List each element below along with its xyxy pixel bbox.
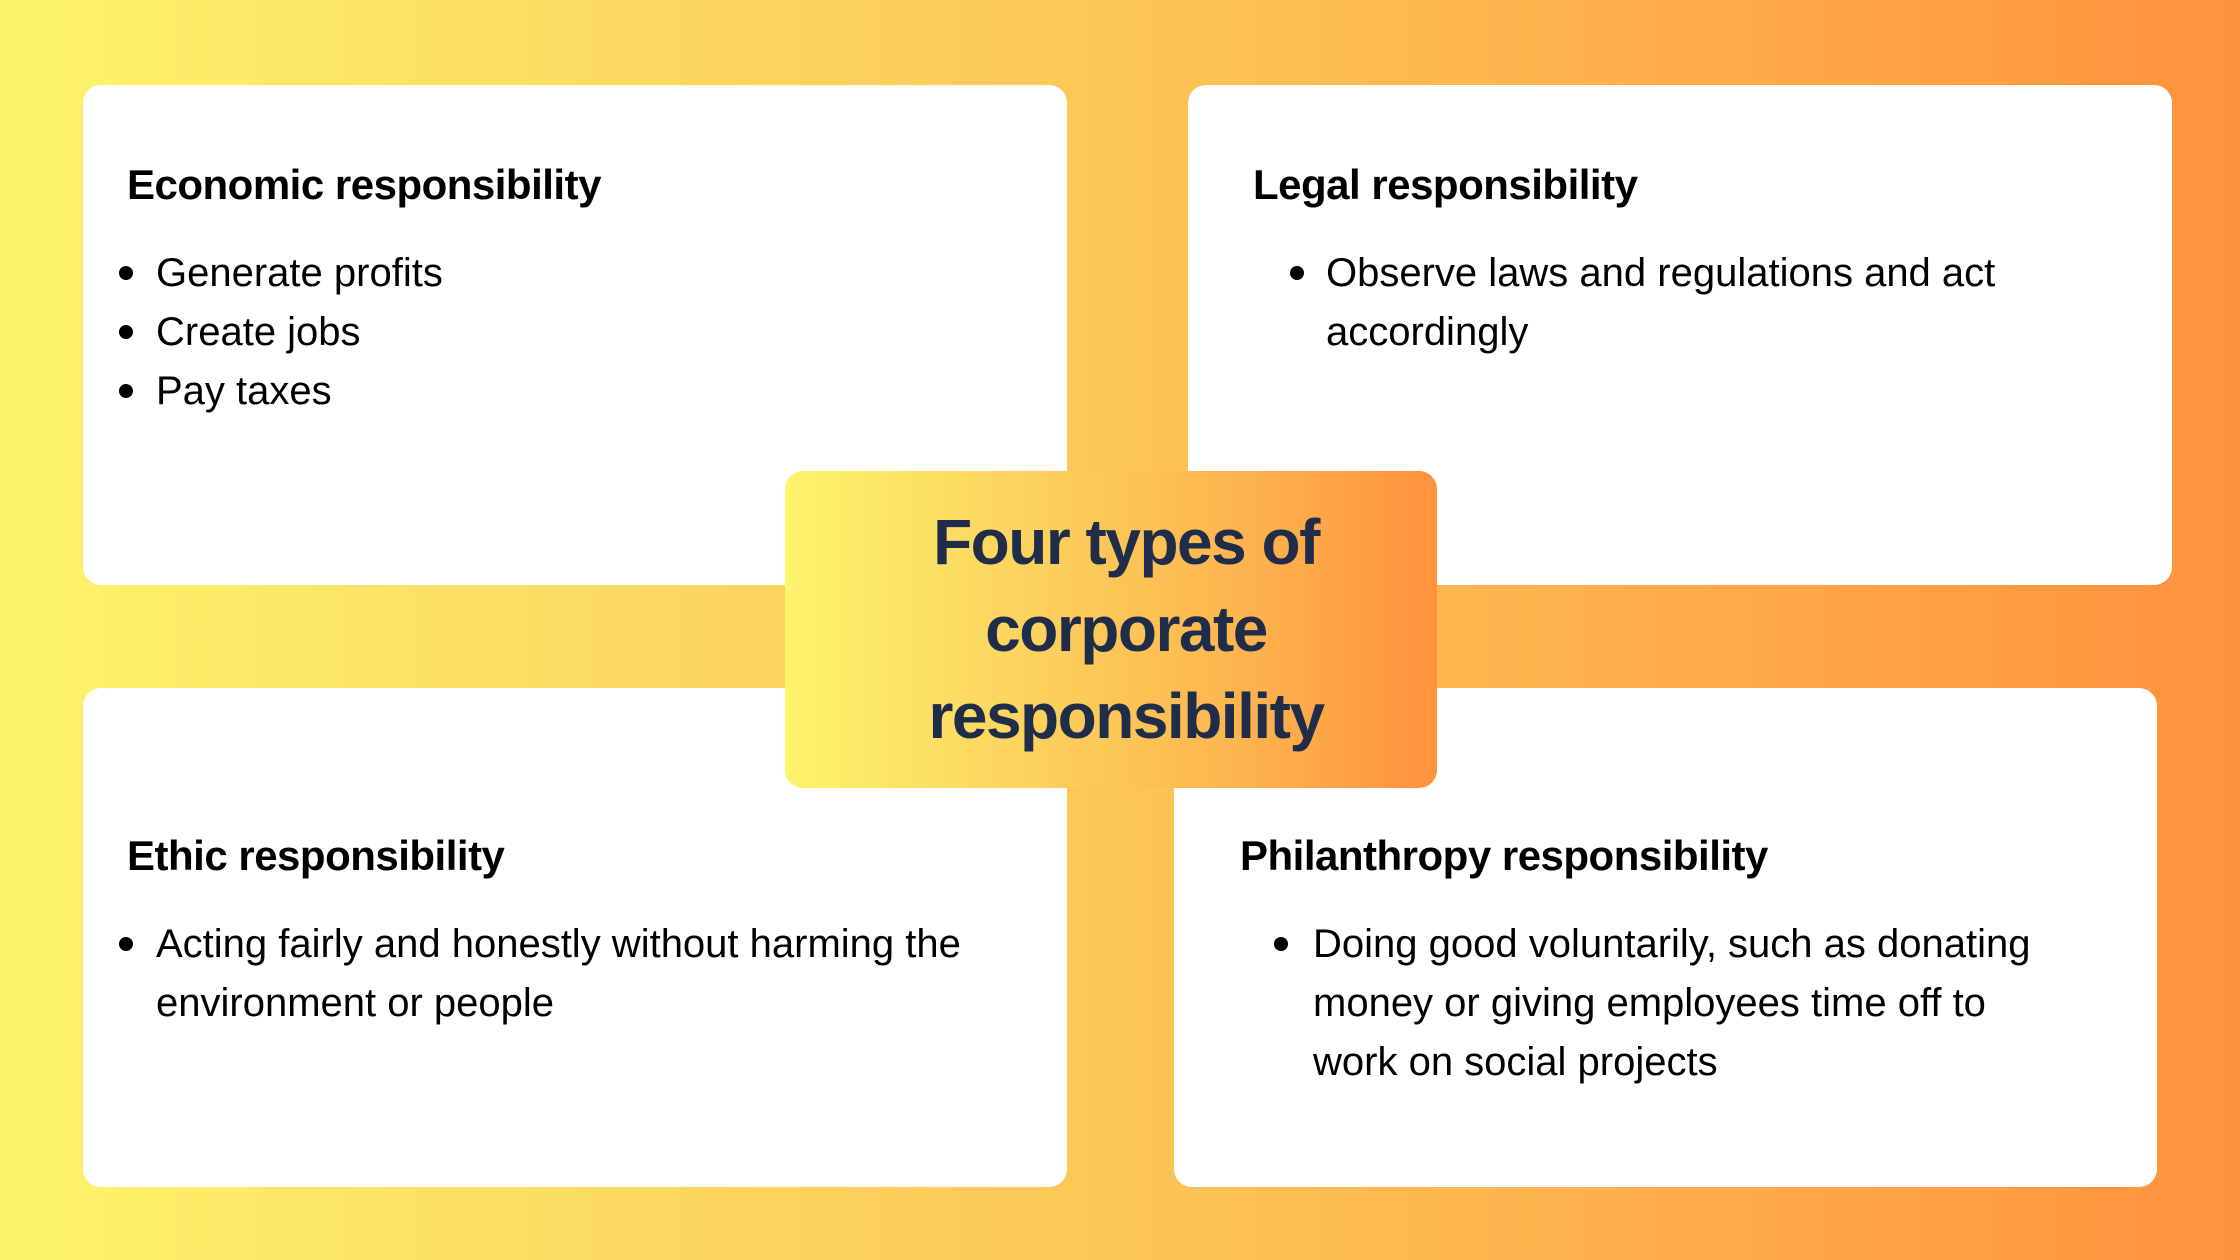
center-title-box: Four types of corporate responsibility <box>785 471 1437 788</box>
card-heading: Economic responsibility <box>127 161 601 208</box>
list-item: Doing good voluntarily, such as donating… <box>1174 915 2054 1092</box>
page-title: Four types of corporate responsibility <box>928 506 1325 752</box>
card-heading: Ethic responsibility <box>127 832 505 879</box>
list-item: Pay taxes <box>83 362 1023 421</box>
card-heading: Legal responsibility <box>1253 161 1638 208</box>
list-item: Create jobs <box>83 303 1023 362</box>
bullet-list: Generate profits Create jobs Pay taxes <box>83 244 1023 421</box>
bullet-icon <box>1274 937 1288 951</box>
bullet-icon <box>119 266 133 280</box>
legal-responsibility-card: Legal responsibility Observe laws and re… <box>1188 85 2172 585</box>
list-item: Acting fairly and honestly without harmi… <box>83 915 1043 1033</box>
ethic-responsibility-card: Ethic responsibility Acting fairly and h… <box>83 688 1067 1187</box>
card-heading: Philanthropy responsibility <box>1240 832 1768 879</box>
list-item: Observe laws and regulations and act acc… <box>1188 244 2088 362</box>
bullet-icon <box>119 384 133 398</box>
bullet-icon <box>1290 266 1304 280</box>
bullet-list: Observe laws and regulations and act acc… <box>1188 244 2088 362</box>
bullet-list: Acting fairly and honestly without harmi… <box>83 915 1043 1033</box>
bullet-icon <box>119 325 133 339</box>
list-item: Generate profits <box>83 244 1023 303</box>
bullet-list: Doing good voluntarily, such as donating… <box>1174 915 2054 1092</box>
bullet-icon <box>119 937 133 951</box>
economic-responsibility-card: Economic responsibility Generate profits… <box>83 85 1067 585</box>
